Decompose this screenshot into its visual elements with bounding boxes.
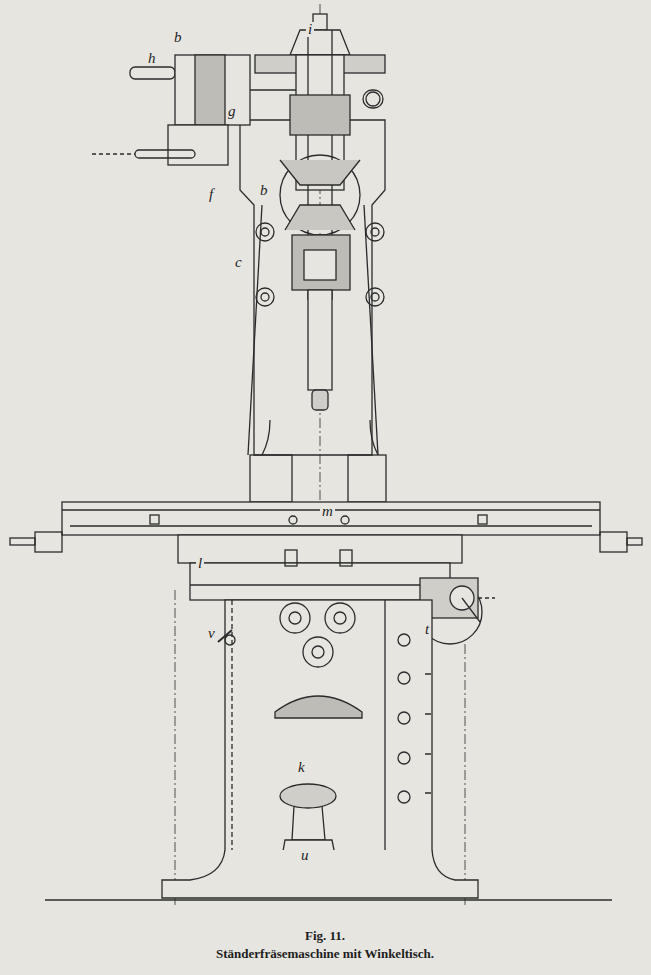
table-part: [35, 532, 62, 552]
saddle-part: [178, 535, 462, 563]
spindle-head: [255, 14, 385, 410]
saddle-part: [190, 584, 450, 585]
part-letter: m: [320, 504, 335, 519]
column-part: [364, 205, 378, 455]
table-part: [341, 516, 349, 524]
part-letter: u: [299, 848, 311, 863]
spindle-head-part: [261, 228, 269, 236]
feed-arm-part: [130, 67, 175, 79]
part-letter: v: [206, 626, 217, 641]
feed-arm-part: [195, 55, 225, 125]
figure-caption: Ständerfräsemaschine mit Winkeltisch.: [216, 946, 434, 961]
column-part: [240, 120, 385, 455]
part-letter: h: [146, 51, 158, 66]
part-letter: g: [226, 104, 238, 119]
spindle-head-part: [363, 90, 383, 108]
spindle-head-part: [366, 92, 380, 106]
knee-part: [289, 612, 301, 624]
table-part: [289, 516, 297, 524]
spindle-head-part: [290, 30, 350, 55]
feed-arm-part: [168, 125, 228, 165]
column-part: [348, 455, 386, 502]
knee-part: [398, 672, 410, 684]
table-part: [150, 515, 159, 524]
spindle-head-part: [308, 290, 332, 390]
spindle-head-part: [280, 160, 360, 185]
knee-part: [398, 791, 410, 803]
spindle-head-part: [292, 235, 350, 290]
knee-part: [275, 696, 362, 718]
saddle-part: [190, 563, 450, 600]
base-part: [162, 850, 478, 898]
table-part: [70, 525, 592, 526]
knee-part: [231, 600, 232, 880]
spindle-head-part: [371, 228, 379, 236]
knee-part: [398, 712, 410, 724]
column-part: [248, 205, 262, 455]
part-letter: b: [172, 30, 184, 45]
knee-part: [398, 634, 410, 646]
saddle-part: [340, 550, 352, 566]
knee: [218, 600, 432, 880]
feed-arm-part: [175, 55, 250, 125]
table-part: [10, 538, 35, 545]
part-letter: l: [196, 556, 204, 571]
table-part: [62, 502, 600, 535]
spindle-head-part: [285, 205, 355, 230]
part-letter: c: [233, 255, 244, 270]
base-part: [45, 899, 612, 901]
knee-part: [384, 600, 385, 880]
base: [45, 850, 612, 900]
knee-part: [303, 637, 333, 667]
handwheel-part: [478, 597, 495, 598]
spindle-head-part: [290, 95, 350, 135]
knee-part: [334, 612, 346, 624]
knee-part: [398, 752, 410, 764]
feed-arm-part: [92, 153, 135, 154]
part-letter: b: [258, 183, 270, 198]
feed-arm-part: [250, 89, 296, 90]
part-letter: f: [207, 187, 215, 202]
knee-part: [225, 635, 235, 645]
knee-part: [280, 603, 310, 633]
spindle-head-part: [371, 293, 379, 301]
figure-number: Fig. 11.: [305, 928, 345, 943]
spindle-head-part: [256, 223, 274, 241]
spindle-head-part: [261, 293, 269, 301]
saddle-part: [285, 550, 297, 566]
spindle-head-part: [280, 155, 360, 235]
column-part: [250, 455, 292, 502]
part-letter: k: [296, 760, 307, 775]
support-part: [292, 806, 325, 840]
spindle-head-part: [366, 223, 384, 241]
knee-part: [312, 646, 324, 658]
handwheel-part: [462, 598, 480, 622]
column: [240, 120, 386, 502]
table-part: [627, 538, 642, 545]
knee-part: [225, 600, 432, 880]
column-part: [262, 420, 378, 455]
knee-part: [325, 603, 355, 633]
part-letter: i: [306, 22, 314, 37]
spindle-head-part: [312, 390, 328, 410]
spindle-head-part: [313, 14, 327, 30]
table-part: [478, 515, 487, 524]
feed-arm: [92, 55, 296, 165]
table-part: [600, 532, 627, 552]
support-part: [280, 784, 336, 808]
knee-part: [425, 636, 431, 793]
spindle-head-part: [366, 288, 384, 306]
spindle-head-part: [304, 250, 336, 280]
spindle-head-part: [256, 288, 274, 306]
center-line-part: [175, 590, 176, 905]
feed-arm-part: [135, 150, 195, 158]
part-letter: t: [423, 622, 431, 637]
